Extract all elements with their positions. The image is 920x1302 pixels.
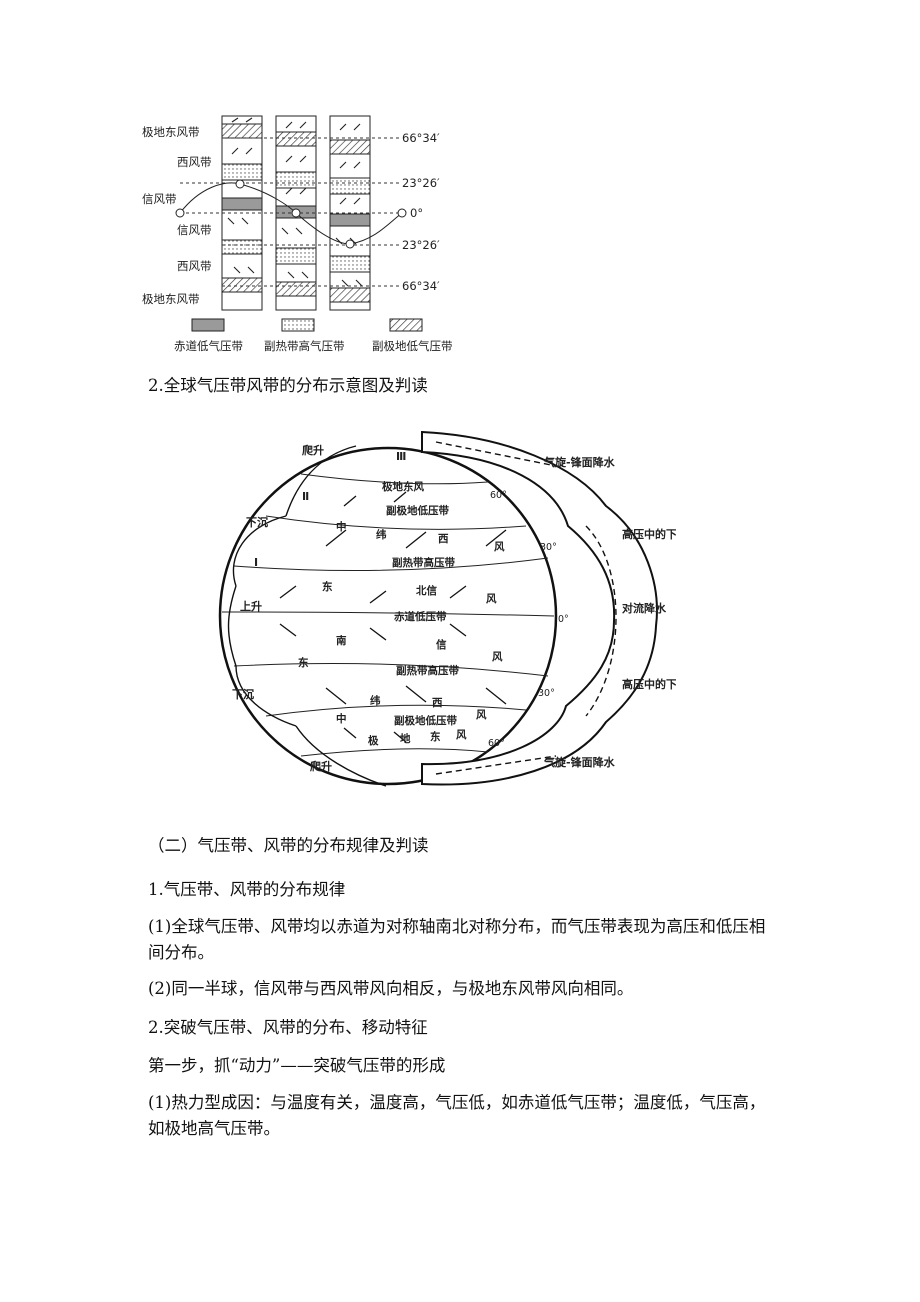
label-cyclone-rain: 气旋-锋面降水 [543,755,616,769]
earth-circle [218,446,558,786]
label-subtropical-high: 副热带高压带 [396,664,459,677]
label-cell-3: Ⅲ [396,450,406,463]
lat-marker: 60° [488,738,505,749]
legend-label: 赤道低气压带 [174,339,243,353]
right-labels: 气旋-锋面降水 高压中的下沉气流 对流降水 高压中的下沉气流 气旋-锋面降水 [543,455,676,769]
label-cell-2: Ⅱ [302,490,309,503]
label-subsiding-air: 高压中的下沉气流 [622,677,676,691]
label-char: 北信 [416,584,437,597]
label-char: 风 [494,541,505,553]
circulation-diagram: 爬升 Ⅲ Ⅱ 下沉 Ⅰ 上升 下沉 爬升 极地东风 副极地低压带 中 纬 西 风… [218,430,676,787]
belt-label: 极地东风带 [142,292,200,306]
label-char: 信 [436,638,447,651]
label-sink: 下沉 [246,515,268,529]
figure-caption: 2.全球气压带风带的分布示意图及判读 [148,376,428,395]
legend-label: 副极地低气压带 [372,339,453,353]
label-char: 地 [400,732,411,745]
belt-label: 信风带 [142,192,177,206]
label-char: 中 [336,712,347,725]
label-char: 东 [298,656,309,669]
belt-label: 西风带 [177,155,212,169]
belt-boundaries [221,473,555,757]
belt-labels-left: 极地东风带 西风带 信风带 信风带 西风带 极地东风带 [142,125,212,306]
heading-step-one: 第一步，抓“动力”——突破气压带的形成 [148,1056,446,1075]
label-climb: 爬升 [310,759,332,773]
label-polar-easterlies: 极地东风 [382,480,424,493]
label-cell-1: Ⅰ [254,556,258,569]
belt-label: 信风带 [177,223,212,237]
belt-label: 西风带 [177,259,212,273]
label-subpolar-low: 副极地低压带 [386,504,449,517]
legend: 赤道低气压带 副热带高气压带 副极地低气压带 [174,318,453,353]
circulation-arrows [227,441,617,787]
lat-marker: 0° [558,614,569,625]
paragraph-symmetry: (1)全球气压带、风带均以赤道为对称轴南北对称分布，而气压带表现为高压和低压相间… [148,917,766,962]
label-char: 纬 [376,528,387,541]
inner-wind-arrows [279,491,507,743]
heading-distribution: 1.气压带、风带的分布规律 [148,880,346,899]
label-convective-rain: 对流降水 [622,601,667,615]
lat-marker: 30° [540,542,557,553]
lat-label: 66°34′ [402,131,440,145]
label-rise: 上升 [240,599,262,613]
belt-label: 极地东风带 [142,125,200,139]
label-char: 西 [432,697,443,709]
label-char: 中 [336,520,347,533]
label-char: 西 [438,533,449,545]
label-char: 风 [486,593,497,605]
label-char: 纬 [370,694,381,707]
label-equatorial-low: 赤道低压带 [394,610,447,623]
lat-label: 23°26′ [402,176,440,190]
label-subsiding-air: 高压中的下沉气流 [622,527,676,541]
latitude-markers: 60° 30° 0° 30° 60° [488,490,569,749]
lat-marker: 60° [490,490,507,501]
label-climb: 爬升 [302,443,324,457]
belt-shift-diagram: 极地东风带 西风带 信风带 信风带 西风带 极地东风带 66°34′ 23°26… [142,115,453,353]
legend-label: 副热带高气压带 [264,339,345,353]
lat-label: 23°26′ [402,238,440,252]
belt-column-1 [221,115,263,311]
label-char: 风 [456,729,467,741]
lat-marker: 30° [538,688,555,699]
label-char: 风 [492,651,503,663]
left-labels: 爬升 Ⅲ Ⅱ 下沉 Ⅰ 上升 下沉 爬升 [232,443,406,773]
inside-labels: 极地东风 副极地低压带 中 纬 西 风 副热带高压带 东 北信 风 赤道低压带 … [298,480,505,747]
section-title: （二）气压带、风带的分布规律及判读 [148,836,429,855]
label-char: 东 [322,580,333,593]
lat-label: 0° [410,206,423,220]
lat-label: 66°34′ [402,279,440,293]
label-subtropical-high: 副热带高压带 [392,556,455,569]
heading-movement: 2.突破气压带、风带的分布、移动特征 [148,1018,428,1037]
paragraph-thermal: (1)热力型成因：与温度有关，温度高，气压低，如赤道低气压带；温度低，气压高，如… [148,1093,766,1138]
latitude-lines [180,137,402,287]
label-cyclone-rain: 气旋-锋面降水 [543,455,616,469]
label-subpolar-low: 副极地低压带 [394,714,457,727]
label-char: 风 [476,709,487,721]
label-sink: 下沉 [232,687,254,701]
lat-labels-right: 66°34′ 23°26′ 0° 23°26′ 66°34′ [402,131,440,293]
label-char: 极 [368,734,379,747]
label-char: 南 [336,634,347,647]
paragraph-direction: (2)同一半球，信风带与西风带风向相反，与极地东风带风向相同。 [148,979,634,998]
belt-column-2 [275,115,317,311]
sun-icon [175,179,407,249]
label-char: 东 [430,730,441,743]
